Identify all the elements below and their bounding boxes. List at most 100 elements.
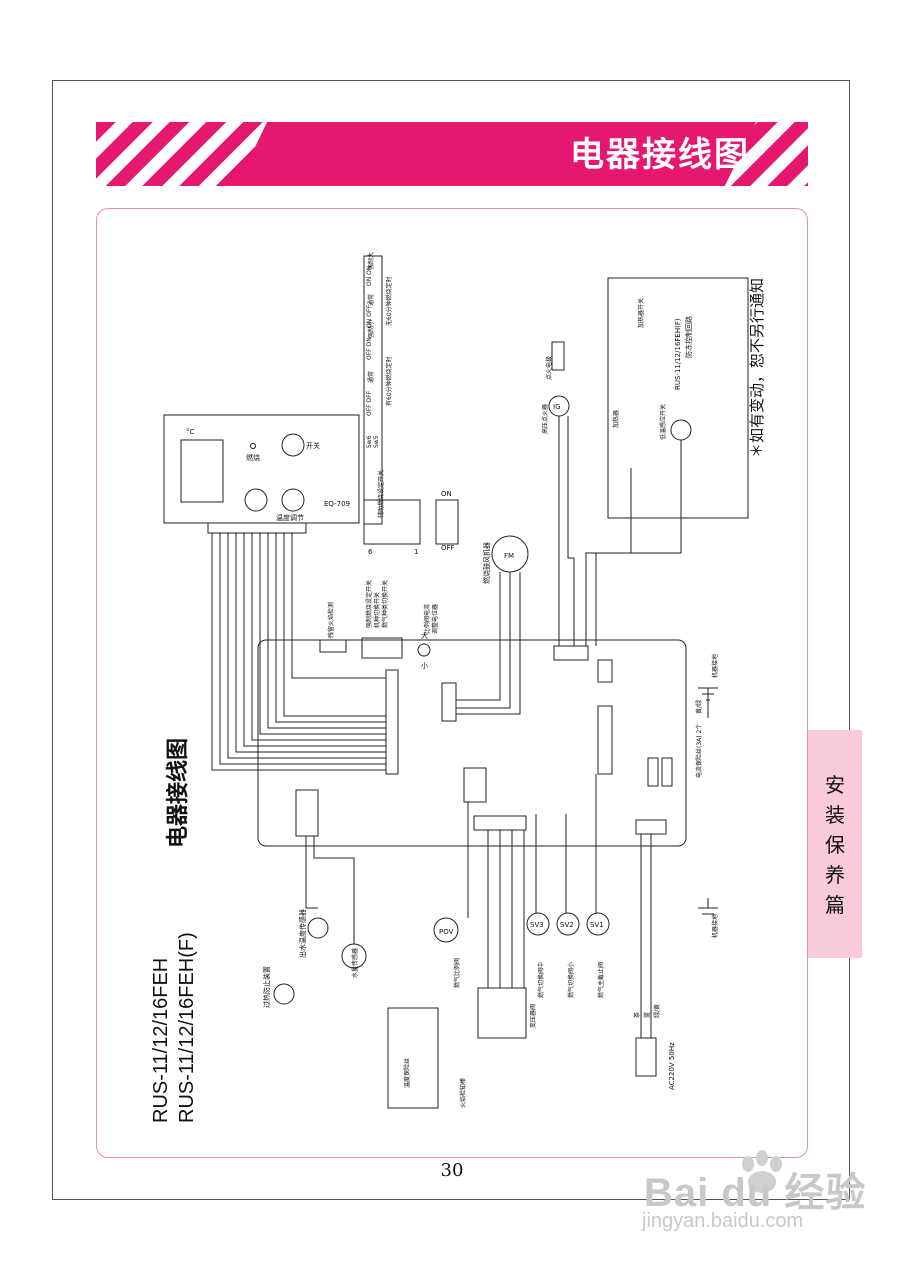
adjust-potentiometer (417, 643, 431, 657)
sv1-label: 燃气主截止阀 (598, 961, 605, 998)
page-frame (52, 80, 850, 1200)
sensor-connector (295, 789, 319, 837)
side-tab: 安 装 保 养 篇 (808, 730, 862, 958)
wire-color-brown: 茶 (634, 1011, 641, 1018)
board-ground-label: 机器接地 (712, 653, 719, 678)
side-tab-char: 养 (825, 863, 845, 887)
machine-ground-label: 机器接地 (712, 913, 719, 938)
dip-state: 通常 (368, 293, 375, 306)
change-notice: ＊如有变动，恕不另行通知 (748, 277, 766, 458)
header-solid-band (236, 122, 756, 186)
sv3-label: 燃气切换阀中 (538, 961, 545, 998)
residual-flame-connector (319, 639, 347, 653)
temp-fuse-box (387, 1007, 439, 1109)
section-title: 电器接线图 (570, 135, 750, 175)
antifreeze-wires (585, 440, 682, 646)
sv3-symbol: SV3 (530, 921, 544, 929)
panel-burn-label: 燃烧 (246, 453, 260, 462)
igniter-symbol: IG (553, 403, 561, 411)
display-window (180, 439, 224, 503)
side-tab-label: 安 装 保 养 篇 (808, 770, 862, 920)
dip-table-frame (363, 255, 383, 525)
igniter-connector (553, 645, 589, 661)
board-connector-main (385, 669, 399, 775)
pot-big-label: 大 (421, 631, 428, 640)
power-input-label: AC220V 50Hz (668, 1042, 676, 1090)
overheat-label: 过热防止装置 (263, 966, 271, 1008)
paw-icon (742, 1150, 782, 1193)
panel-connector (207, 522, 307, 534)
dip-note-timer: 有60分钟燃烧定时 (386, 356, 393, 406)
side-tab-char: 装 (825, 803, 845, 827)
wire-color-blue: 蓝 (644, 1011, 651, 1018)
sv-connector (473, 815, 527, 831)
igniter-wires (558, 416, 575, 646)
sv2-symbol: SV2 (560, 921, 574, 929)
power-plug (635, 1037, 657, 1077)
temp-down-button (244, 488, 268, 512)
main-board (257, 639, 687, 847)
model-name-1: RUS-11/12/16FEH (150, 957, 172, 1123)
outlet-sensor-label: 出水温度传感器 (299, 909, 307, 958)
watermark-url: jingyan.baidu.com (642, 1210, 804, 1232)
content-frame (96, 208, 808, 1158)
panel-wires (211, 533, 386, 771)
model-name-2: RUS-11/12/16FEH(F) (176, 932, 198, 1123)
sv3-valve (526, 912, 550, 936)
wiring-diagram-svg: °C EQ-709 开关 燃烧 温度调节 ON OFF 6 1 FM IG PO… (163, 255, 749, 1109)
pot-small-label: 小 (421, 661, 428, 670)
dip-state: ON OFF (366, 305, 373, 328)
panel-unit: °C (186, 428, 195, 436)
power-button (281, 433, 305, 457)
temp-fuse-label: 温度保险丝 (404, 1057, 411, 1088)
sv2-valve (556, 912, 580, 936)
dip-num-6: 6 (368, 548, 373, 556)
antifreeze-connector (597, 659, 613, 683)
heater-label: 加热器 (613, 409, 620, 428)
diagram-title: 电器接线图 (166, 737, 191, 848)
dip-switch-block (363, 499, 421, 545)
side-tab-char: 保 (825, 833, 845, 857)
antifreeze-circuit: 防冻控制回路 (685, 316, 693, 358)
temp-up-button (281, 488, 305, 512)
panel-model: EQ-709 (324, 500, 350, 508)
watermark-brand: Bai du 经验 (644, 1171, 867, 1215)
low-temp-switch (670, 419, 692, 441)
residual-fire-label: 残留火焰检测 (328, 601, 335, 638)
side-tab-char: 安 (825, 773, 845, 797)
flame-rod-label: 火焰检知棒 (460, 1077, 467, 1108)
outlet-sensor-symbol (307, 917, 329, 939)
dip-state: 通常 (368, 370, 375, 383)
fan-wires (456, 572, 521, 715)
power-connector (635, 819, 667, 835)
ignition-electrode (551, 341, 565, 371)
transformer-label: 变压器阀 (530, 1003, 537, 1028)
pov-valve (433, 917, 459, 943)
panel-temp-label: 温度调节 (276, 513, 304, 522)
fan-label: 燃烧鼓风机器 (483, 542, 491, 584)
dip-table-header: 辅助燃烧设定开关 (378, 469, 385, 518)
valve-connector (597, 705, 613, 775)
sv1-symbol: SV1 (590, 921, 604, 929)
side-tab-char: 篇 (825, 893, 845, 917)
adjust-pot-label: 调整电位器 (432, 603, 439, 634)
fuse-1 (647, 757, 659, 787)
dip-sw5: Sw5 (373, 435, 380, 448)
antifreeze-model: RUS-11/12/16FEH(F) (674, 318, 682, 390)
watermark-logo: Bai du 经验 jingyan.baidu.com (620, 1150, 880, 1240)
dip-state: OFF OFF (366, 390, 373, 416)
electrode-label: 点火电极 (546, 355, 553, 380)
fan-symbol: FM (504, 552, 514, 560)
antifreeze-box (607, 277, 749, 519)
yellow-green-label: 黄/绿 (696, 699, 703, 714)
page-number: 30 (440, 1160, 464, 1181)
wiring-diagram: °C EQ-709 开关 燃烧 温度调节 ON OFF 6 1 FM IG PO… (96, 208, 808, 1158)
igniter-label: 高压点火器 (542, 403, 549, 434)
heater-switch-label: 加热器开关 (638, 297, 645, 328)
dip-state: OFF ON (366, 337, 373, 360)
dip-on-label: ON (441, 490, 452, 498)
burn-led (250, 443, 256, 449)
dip-note-no-timer: 无60分钟燃烧定时 (386, 276, 393, 326)
ratio-valve-connector (463, 767, 487, 803)
board-ground-symbol (698, 687, 718, 718)
